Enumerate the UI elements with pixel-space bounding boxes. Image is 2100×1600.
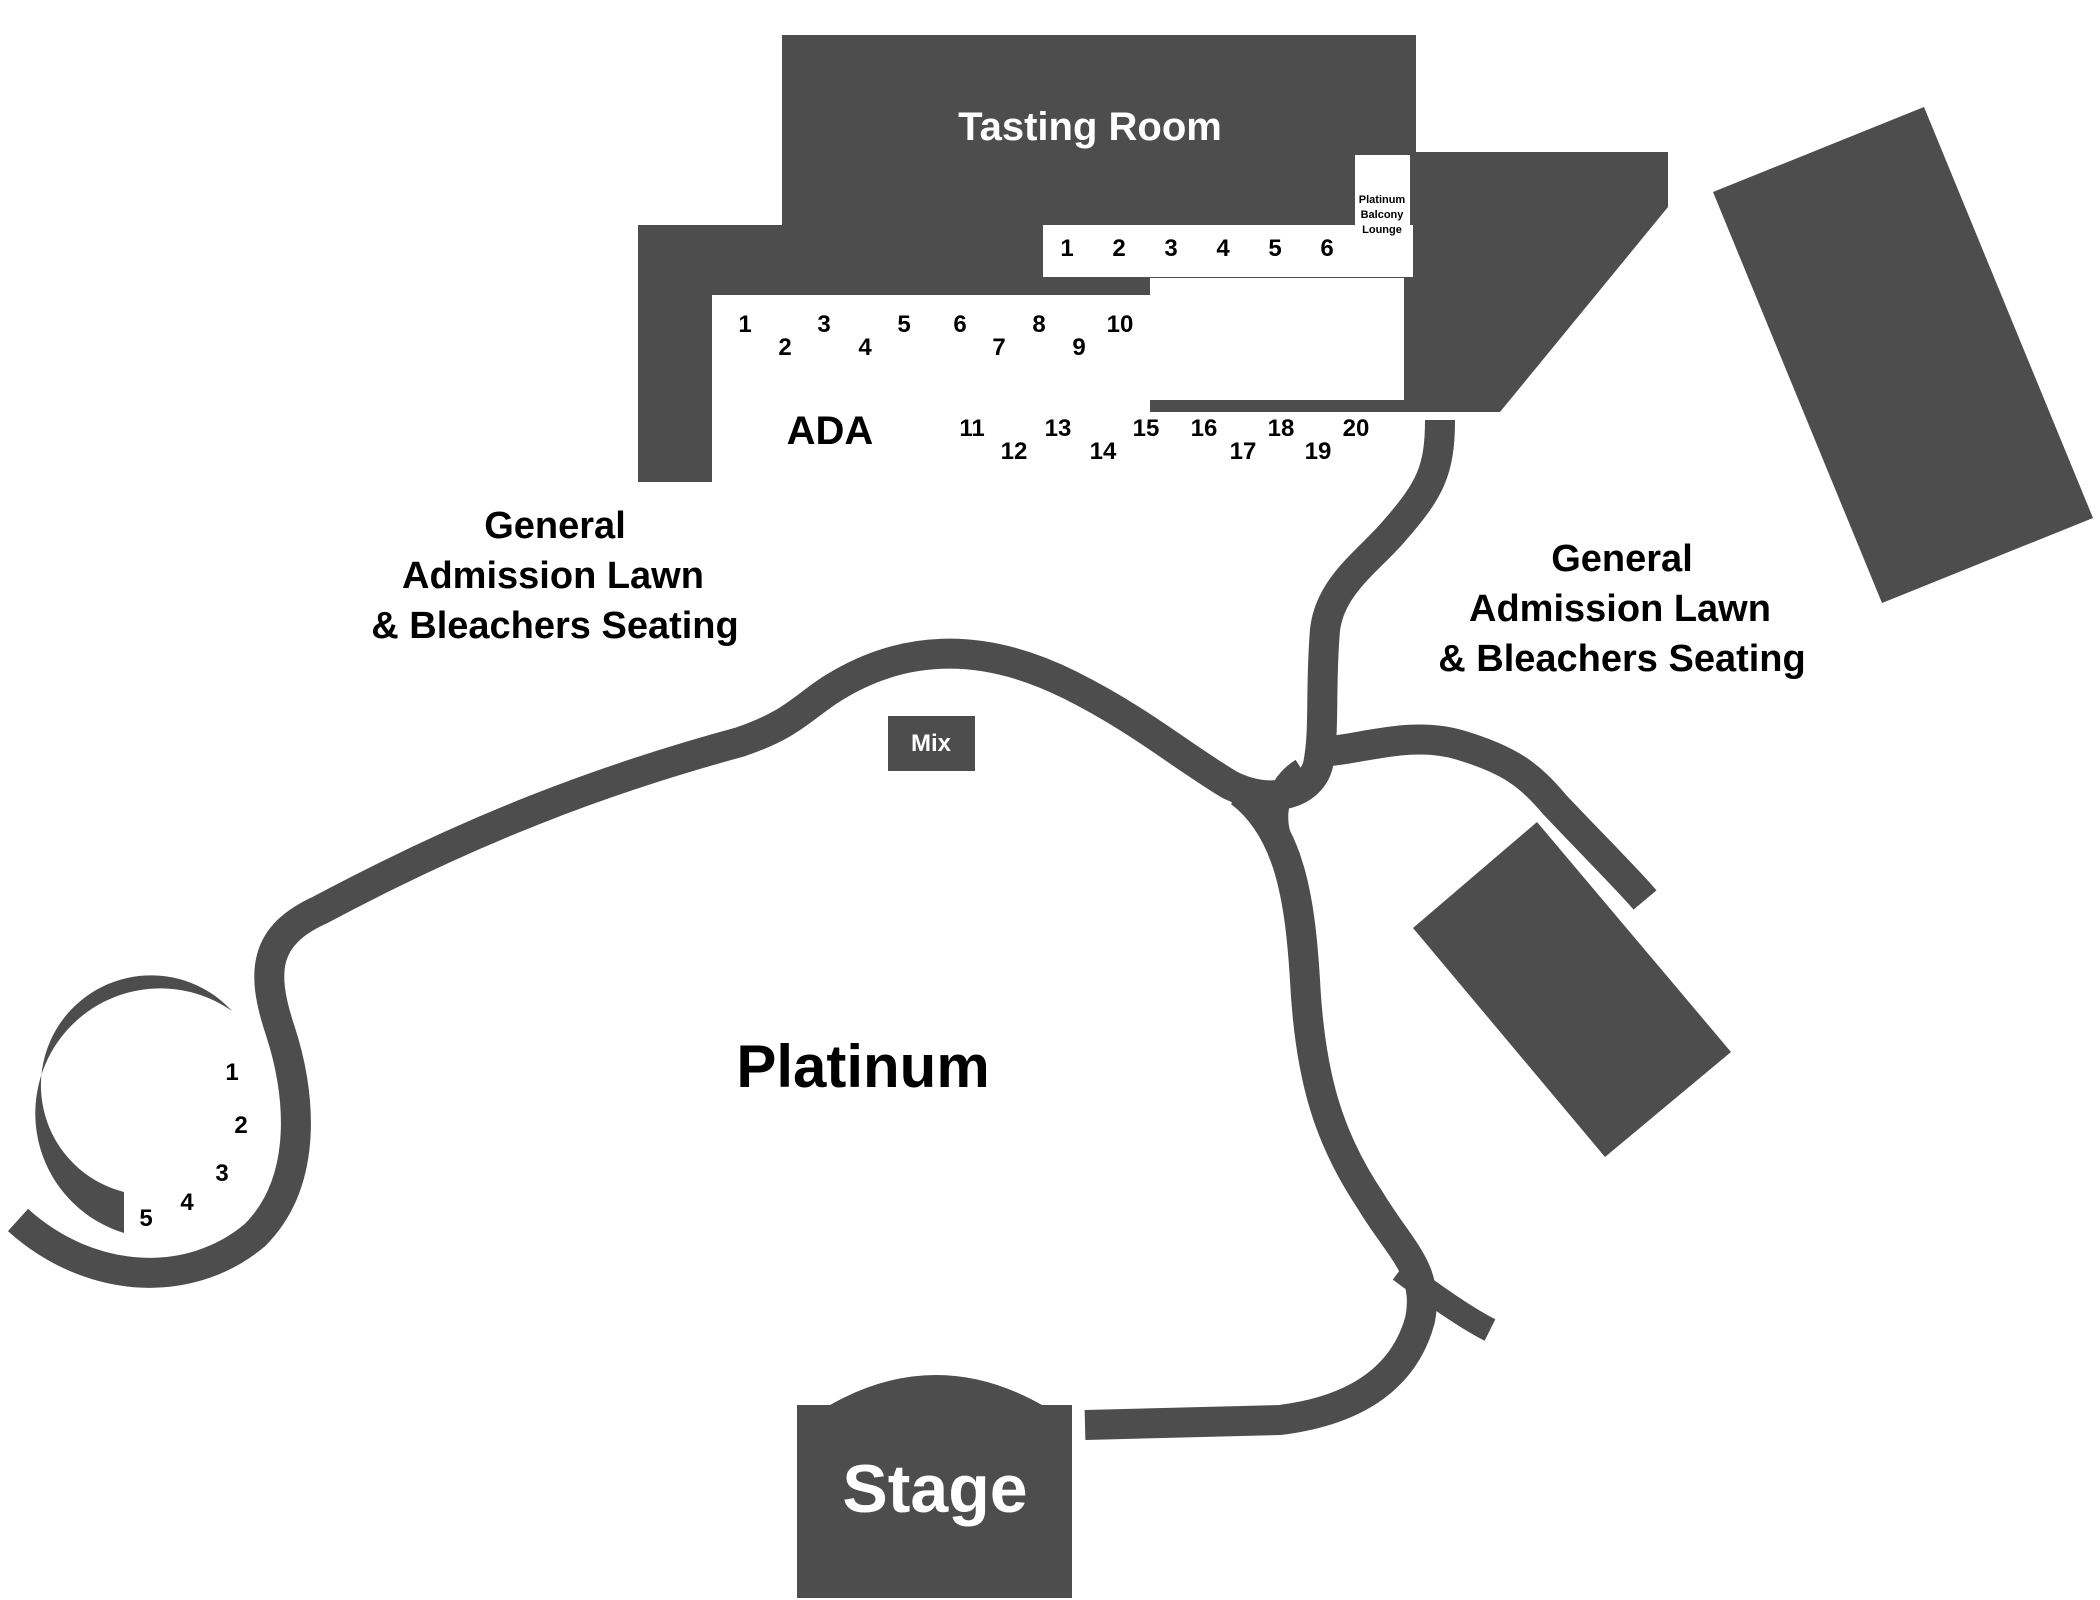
- walkway-mid-left: [1264, 759, 1310, 867]
- terrace-section-15[interactable]: 15: [1133, 415, 1160, 442]
- ada-label[interactable]: ADA: [787, 409, 874, 453]
- walkway-left: [7, 419, 1455, 1288]
- terrace-section-17[interactable]: 17: [1230, 438, 1257, 465]
- terrace-section-8[interactable]: 8: [1032, 311, 1045, 338]
- lounge-label-line-3: Lounge: [1362, 224, 1402, 236]
- mix-label: Mix: [911, 730, 952, 757]
- circle-section-2[interactable]: 2: [234, 1112, 247, 1139]
- terrace-section-3[interactable]: 3: [817, 311, 830, 338]
- terrace-section-7[interactable]: 7: [992, 334, 1005, 361]
- walkway-center: [1084, 780, 1437, 1440]
- platinum-balcony-lounge-label: Platinum Balcony Lounge: [1359, 194, 1406, 236]
- balcony-section-3[interactable]: 3: [1164, 235, 1177, 262]
- ga-right-line-2: Admission Lawn: [1469, 588, 1771, 630]
- terrace-section-9[interactable]: 9: [1072, 334, 1085, 361]
- terrace-section-6[interactable]: 6: [953, 311, 966, 338]
- ga-right-label[interactable]: General Admission Lawn & Bleachers Seati…: [1438, 538, 1805, 680]
- ga-left-line-2: Admission Lawn: [402, 555, 704, 597]
- balcony-section-1[interactable]: 1: [1060, 235, 1073, 262]
- ga-right-line-3: & Bleachers Seating: [1438, 638, 1805, 680]
- circle-section-4[interactable]: 4: [180, 1189, 194, 1216]
- balcony-row-area: [1043, 225, 1413, 277]
- balcony-section-6[interactable]: 6: [1320, 235, 1333, 262]
- circle-section-5[interactable]: 5: [139, 1205, 152, 1232]
- building-far-right: [1713, 107, 2093, 603]
- stage-block[interactable]: [797, 1375, 1072, 1598]
- terrace-section-4[interactable]: 4: [858, 334, 872, 361]
- terrace-section-12[interactable]: 12: [1001, 438, 1028, 465]
- terrace-section-14[interactable]: 14: [1090, 438, 1117, 465]
- ga-left-line-3: & Bleachers Seating: [371, 605, 738, 647]
- terrace-section-16[interactable]: 16: [1191, 415, 1218, 442]
- terrace-section-19[interactable]: 19: [1305, 438, 1332, 465]
- walkway-spur: [1392, 1260, 1496, 1341]
- circle-section-1[interactable]: 1: [225, 1059, 238, 1086]
- balcony-section-5[interactable]: 5: [1268, 235, 1281, 262]
- mix-position[interactable]: [888, 716, 975, 771]
- circle-tower: [35, 975, 232, 1233]
- terrace-section-11[interactable]: 11: [959, 415, 984, 442]
- stage-label: Stage: [842, 1451, 1027, 1527]
- terrace-section-18[interactable]: 18: [1268, 415, 1295, 442]
- tasting-room-label: Tasting Room: [958, 105, 1222, 149]
- platinum-label[interactable]: Platinum: [736, 1033, 989, 1100]
- terrace-section-13[interactable]: 13: [1045, 415, 1072, 442]
- walkway-right-junction: [1318, 724, 1657, 910]
- circle-section-3[interactable]: 3: [215, 1160, 228, 1187]
- circle-sections: 1 2 3 4 5: [139, 1059, 247, 1232]
- balcony-sections: 1 2 3 4 5 6: [1060, 235, 1333, 262]
- terrace-section-5[interactable]: 5: [897, 311, 910, 338]
- terrace-lower-sections: 11 12 13 14 15 16 17 18 19 20: [959, 415, 1369, 465]
- terrace-section-20[interactable]: 20: [1343, 415, 1370, 442]
- terrace-section-2[interactable]: 2: [778, 334, 791, 361]
- terrace-section-10[interactable]: 10: [1107, 311, 1134, 338]
- building-lower-right: [1413, 822, 1731, 1157]
- platinum-balcony-lounge-box[interactable]: [1355, 155, 1410, 277]
- balcony-section-2[interactable]: 2: [1112, 235, 1125, 262]
- lounge-label-line-2: Balcony: [1361, 209, 1405, 221]
- terrace-upper-sections: 1 2 3 4 5 6 7 8 9 10: [738, 311, 1133, 361]
- ga-left-line-1: General: [484, 505, 626, 547]
- terrace-section-1[interactable]: 1: [738, 311, 751, 338]
- lounge-label-line-1: Platinum: [1359, 194, 1406, 206]
- ga-left-label[interactable]: General Admission Lawn & Bleachers Seati…: [371, 505, 738, 647]
- ga-right-line-1: General: [1551, 538, 1693, 580]
- balcony-section-4[interactable]: 4: [1216, 235, 1230, 262]
